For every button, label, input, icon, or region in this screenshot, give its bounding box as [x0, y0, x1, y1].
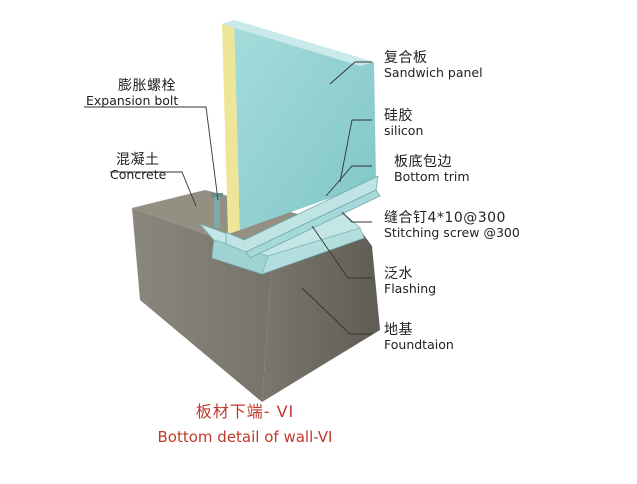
label-flashing-zh: 泛水	[384, 266, 413, 282]
figure-caption: 板材下端- VI Bottom detail of wall-VI	[0, 398, 490, 446]
leader-flashing	[311, 225, 372, 279]
label-expansion-bolt-en: Expansion bolt	[86, 93, 179, 109]
bottom-trim	[225, 175, 381, 259]
label-concrete-en: Concrete	[110, 167, 167, 183]
leader-foundation	[301, 287, 372, 335]
label-flashing-en: Flashing	[384, 281, 437, 297]
label-silicon-en: silicon	[384, 123, 424, 139]
label-sandwich-panel: 复合板 Sandwich panel	[384, 50, 483, 80]
label-bottom-trim: 板底包边 Bottom trim	[394, 154, 470, 184]
label-bottom-trim-en: Bottom trim	[394, 169, 470, 185]
label-stitching-screw: 缝合钉4*10@300 Stitching screw @300	[384, 210, 520, 240]
caption-zh: 板材下端- VI	[195, 402, 295, 421]
label-stitching-screw-en: Stitching screw @300	[384, 225, 520, 241]
label-stitching-screw-zh: 缝合钉4*10@300	[384, 210, 506, 226]
label-foundation: 地基 Foundtaion	[384, 322, 454, 352]
label-expansion-bolt-zh: 膨胀螺栓	[118, 78, 176, 94]
leader-stitching-screw	[341, 211, 372, 223]
label-concrete: 混凝土 Concrete	[110, 152, 166, 182]
panel-core-edge	[222, 20, 240, 234]
leader-lines	[84, 61, 372, 335]
label-sandwich-panel-en: Sandwich panel	[384, 65, 483, 81]
label-flashing: 泛水 Flashing	[384, 266, 436, 296]
label-sandwich-panel-zh: 复合板	[384, 50, 428, 66]
leader-concrete	[110, 171, 197, 207]
label-bottom-trim-zh: 板底包边	[394, 154, 452, 170]
label-foundation-en: Foundtaion	[384, 337, 454, 353]
leader-sandwich-panel	[329, 61, 372, 85]
panel-top	[222, 20, 374, 66]
leader-bottom-trim	[325, 165, 372, 197]
label-silicon-zh: 硅胶	[384, 108, 413, 124]
leader-expansion-bolt	[84, 106, 219, 201]
label-silicon: 硅胶 silicon	[384, 108, 423, 138]
concrete-front-face	[262, 230, 380, 402]
label-foundation-zh: 地基	[384, 322, 413, 338]
leader-silicon	[339, 119, 372, 183]
caption-en: Bottom detail of wall-VI	[157, 428, 333, 446]
label-expansion-bolt: 膨胀螺栓 Expansion bolt	[86, 78, 178, 108]
label-concrete-zh: 混凝土	[116, 152, 160, 168]
